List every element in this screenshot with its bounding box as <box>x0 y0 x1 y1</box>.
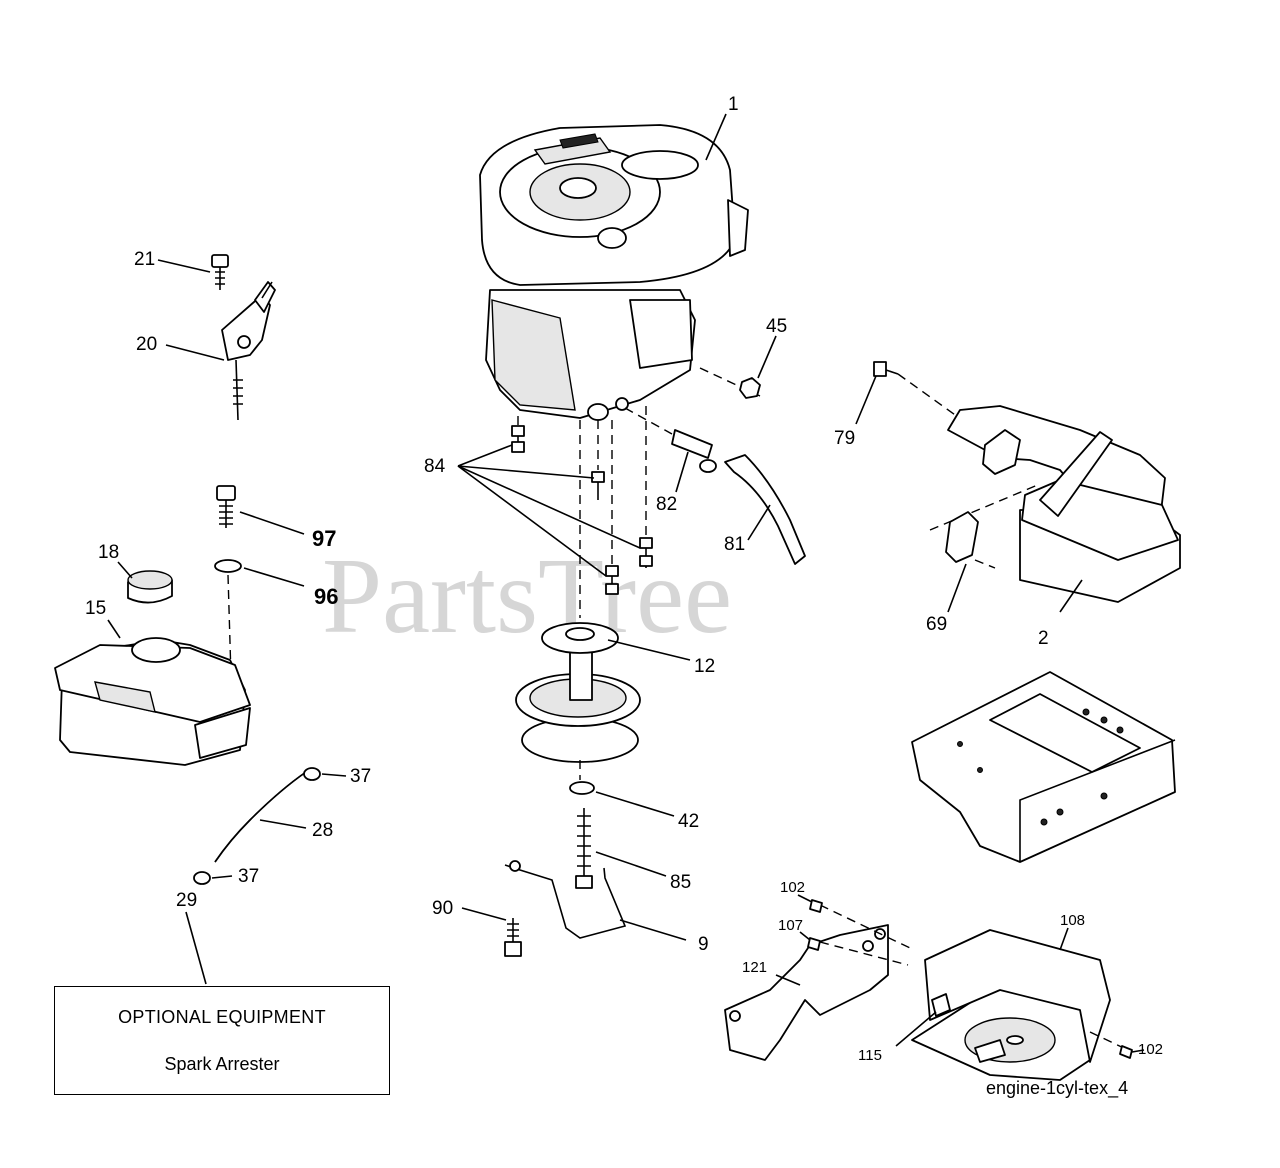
fitting-part-82[interactable] <box>671 429 717 473</box>
callout-15: 15 <box>85 598 106 619</box>
callout-81: 81 <box>724 534 745 555</box>
callout-108: 108 <box>1060 912 1085 929</box>
callout-21: 21 <box>134 249 155 270</box>
washer-part-96[interactable] <box>214 559 242 573</box>
callout-45: 45 <box>766 316 787 337</box>
callout-102-left: 102 <box>780 879 805 896</box>
screw-part-79[interactable] <box>873 361 899 377</box>
callout-28: 28 <box>312 820 333 841</box>
callout-79: 79 <box>834 428 855 449</box>
washer-part-42[interactable] <box>569 781 595 795</box>
callout-20: 20 <box>136 334 157 355</box>
drawing-reference: engine-1cyl-tex_4 <box>986 1078 1128 1099</box>
callout-37-bottom: 37 <box>238 866 259 887</box>
callout-102-right: 102 <box>1138 1041 1163 1058</box>
callout-37-top: 37 <box>350 766 371 787</box>
engine-mount-plate <box>911 671 1176 863</box>
callout-9: 9 <box>698 934 709 955</box>
spark-arrester-label: Spark Arrester <box>164 1053 280 1074</box>
callout-82: 82 <box>656 494 677 515</box>
callout-107: 107 <box>778 917 803 934</box>
callout-85: 85 <box>670 872 691 893</box>
callout-1: 1 <box>728 94 739 115</box>
callout-115: 115 <box>858 1047 882 1064</box>
fuel-tank-part-15[interactable] <box>54 637 251 766</box>
callout-2: 2 <box>1038 628 1049 649</box>
clamp-part-37-top[interactable] <box>303 767 321 781</box>
throttle-control-part-20[interactable] <box>221 281 276 421</box>
callout-42: 42 <box>678 811 699 832</box>
nut-part-45[interactable] <box>739 377 761 399</box>
fuel-line-part-81[interactable] <box>724 454 806 565</box>
screw-part-107[interactable] <box>807 937 821 951</box>
bolt-part-97[interactable] <box>216 485 236 528</box>
leader-lines <box>107 113 1145 1053</box>
optional-equipment-title: OPTIONAL EQUIPMENT <box>118 1006 326 1027</box>
pulley-part-12[interactable] <box>515 622 641 763</box>
bolt-part-85[interactable] <box>575 808 593 889</box>
callout-18: 18 <box>98 542 119 563</box>
callout-12: 12 <box>694 656 715 677</box>
callout-29: 29 <box>176 890 197 911</box>
screw-part-21[interactable] <box>211 254 229 290</box>
bolt-part-90[interactable] <box>504 918 522 957</box>
callout-90: 90 <box>432 898 453 919</box>
plate-part-121[interactable] <box>724 924 889 1061</box>
screw-part-102-left[interactable] <box>809 899 823 913</box>
fuel-cap-part-18[interactable] <box>127 570 173 604</box>
optional-equipment-box: OPTIONAL EQUIPMENT Spark Arrester <box>54 986 390 1095</box>
parts-tree-watermark: PartsTree <box>322 537 732 656</box>
clamp-part-37-bottom[interactable] <box>193 871 211 885</box>
callout-84: 84 <box>424 456 446 477</box>
bracket-part-9[interactable] <box>504 864 627 939</box>
muffler-part-2[interactable] <box>1019 431 1181 603</box>
gasket-part-69[interactable] <box>945 511 979 563</box>
clip-part-115[interactable] <box>931 993 951 1017</box>
bolt-part-84[interactable] <box>511 425 653 595</box>
engine-part-1[interactable] <box>479 124 749 421</box>
callout-96: 96 <box>314 584 338 609</box>
cover-part-108[interactable] <box>911 929 1111 1081</box>
fuel-line-part-28[interactable] <box>214 771 307 863</box>
callout-69: 69 <box>926 614 947 635</box>
callout-97: 97 <box>312 526 336 551</box>
screw-part-102-right[interactable] <box>1119 1045 1133 1059</box>
callout-121: 121 <box>742 959 767 976</box>
